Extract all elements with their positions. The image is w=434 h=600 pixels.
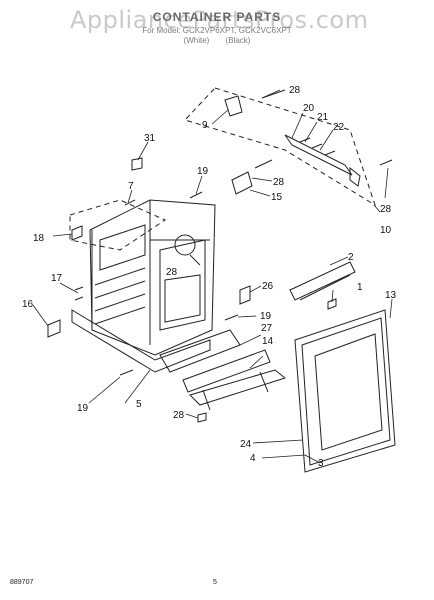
- callout-15: 15: [271, 192, 283, 203]
- callout-28-right: 28: [380, 204, 392, 215]
- callout-17: 17: [51, 273, 63, 284]
- callout-1: 1: [357, 282, 363, 293]
- callout-28-bracket: 28: [273, 177, 285, 188]
- callout-3: 3: [318, 458, 324, 469]
- footer-code: 889707: [10, 579, 34, 586]
- color-variants: (White) (Black): [183, 36, 251, 45]
- callout-26: 26: [262, 281, 274, 292]
- callout-28-bottom: 28: [173, 410, 185, 421]
- callout-21: 21: [317, 112, 329, 123]
- hinge-assembly: [224, 89, 361, 187]
- callout-16: 16: [22, 299, 34, 310]
- leader-lines: [32, 89, 393, 464]
- callout-14: 14: [262, 336, 274, 347]
- callout-19-bottom: 19: [77, 403, 89, 414]
- callout-22: 22: [333, 122, 345, 133]
- container-body: [89, 199, 216, 356]
- left-group-outline: [69, 199, 167, 251]
- top-group-outline: [184, 87, 376, 207]
- callout-27: 27: [261, 323, 273, 334]
- footer-page-number: 5: [213, 579, 217, 586]
- door-frame: [294, 309, 396, 473]
- callout-31: 31: [144, 133, 156, 144]
- callout-19-top: 19: [197, 166, 209, 177]
- callout-9: 9: [202, 120, 208, 131]
- trim-pieces: [182, 261, 356, 411]
- callout-10: 10: [380, 225, 392, 236]
- callout-7: 7: [128, 181, 134, 192]
- callout-5: 5: [136, 399, 142, 410]
- callout-20: 20: [303, 103, 315, 114]
- callout-28: 28: [289, 85, 301, 96]
- fasteners: [47, 157, 393, 423]
- callout-2: 2: [348, 252, 354, 263]
- callout-13: 13: [385, 290, 397, 301]
- watermark: AppliancePartsPros.com: [70, 6, 369, 34]
- callout-18: 18: [33, 233, 45, 244]
- model-subtitle: For Model: GCK2VP6XPT, GCK2VC6XPT: [142, 26, 292, 35]
- base-pan: [71, 309, 241, 373]
- callout-19-mid: 19: [260, 311, 272, 322]
- callout-28-body: 28: [166, 267, 178, 278]
- callout-24: 24: [240, 439, 252, 450]
- diagram-title: CONTAINER PARTS: [152, 10, 282, 24]
- callout-4: 4: [250, 453, 256, 464]
